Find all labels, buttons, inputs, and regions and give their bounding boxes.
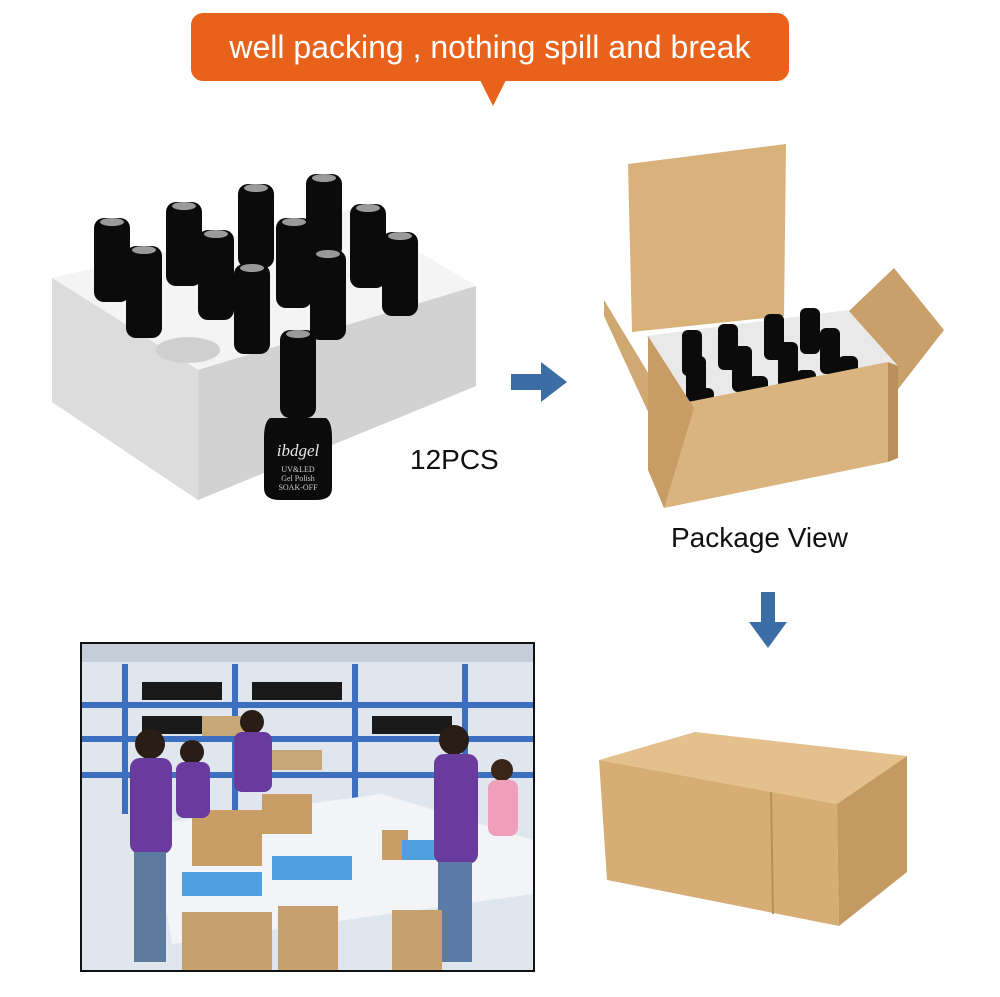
closed-box	[599, 732, 907, 926]
bottle-line-1: UV&LED	[281, 465, 315, 474]
bottle-brand: ibdgel	[277, 441, 320, 460]
package-view-label: Package View	[671, 522, 848, 553]
headline-text: well packing , nothing spill and break	[229, 29, 751, 65]
bottle-line-3: SOAK-OFF	[278, 483, 318, 492]
banner-pointer	[480, 80, 506, 106]
factory-packing-photo	[80, 642, 535, 972]
arrow-right-icon	[511, 362, 567, 402]
count-label: 12PCS	[410, 444, 499, 475]
foam-tray-with-bottles: ibdgel UV&LED Gel Polish SOAK-OFF	[52, 174, 476, 500]
arrow-down-icon	[749, 592, 787, 648]
headline-banner: well packing , nothing spill and break	[191, 13, 789, 81]
bottle-line-2: Gel Polish	[281, 474, 315, 483]
open-box-with-bottles	[604, 144, 944, 508]
